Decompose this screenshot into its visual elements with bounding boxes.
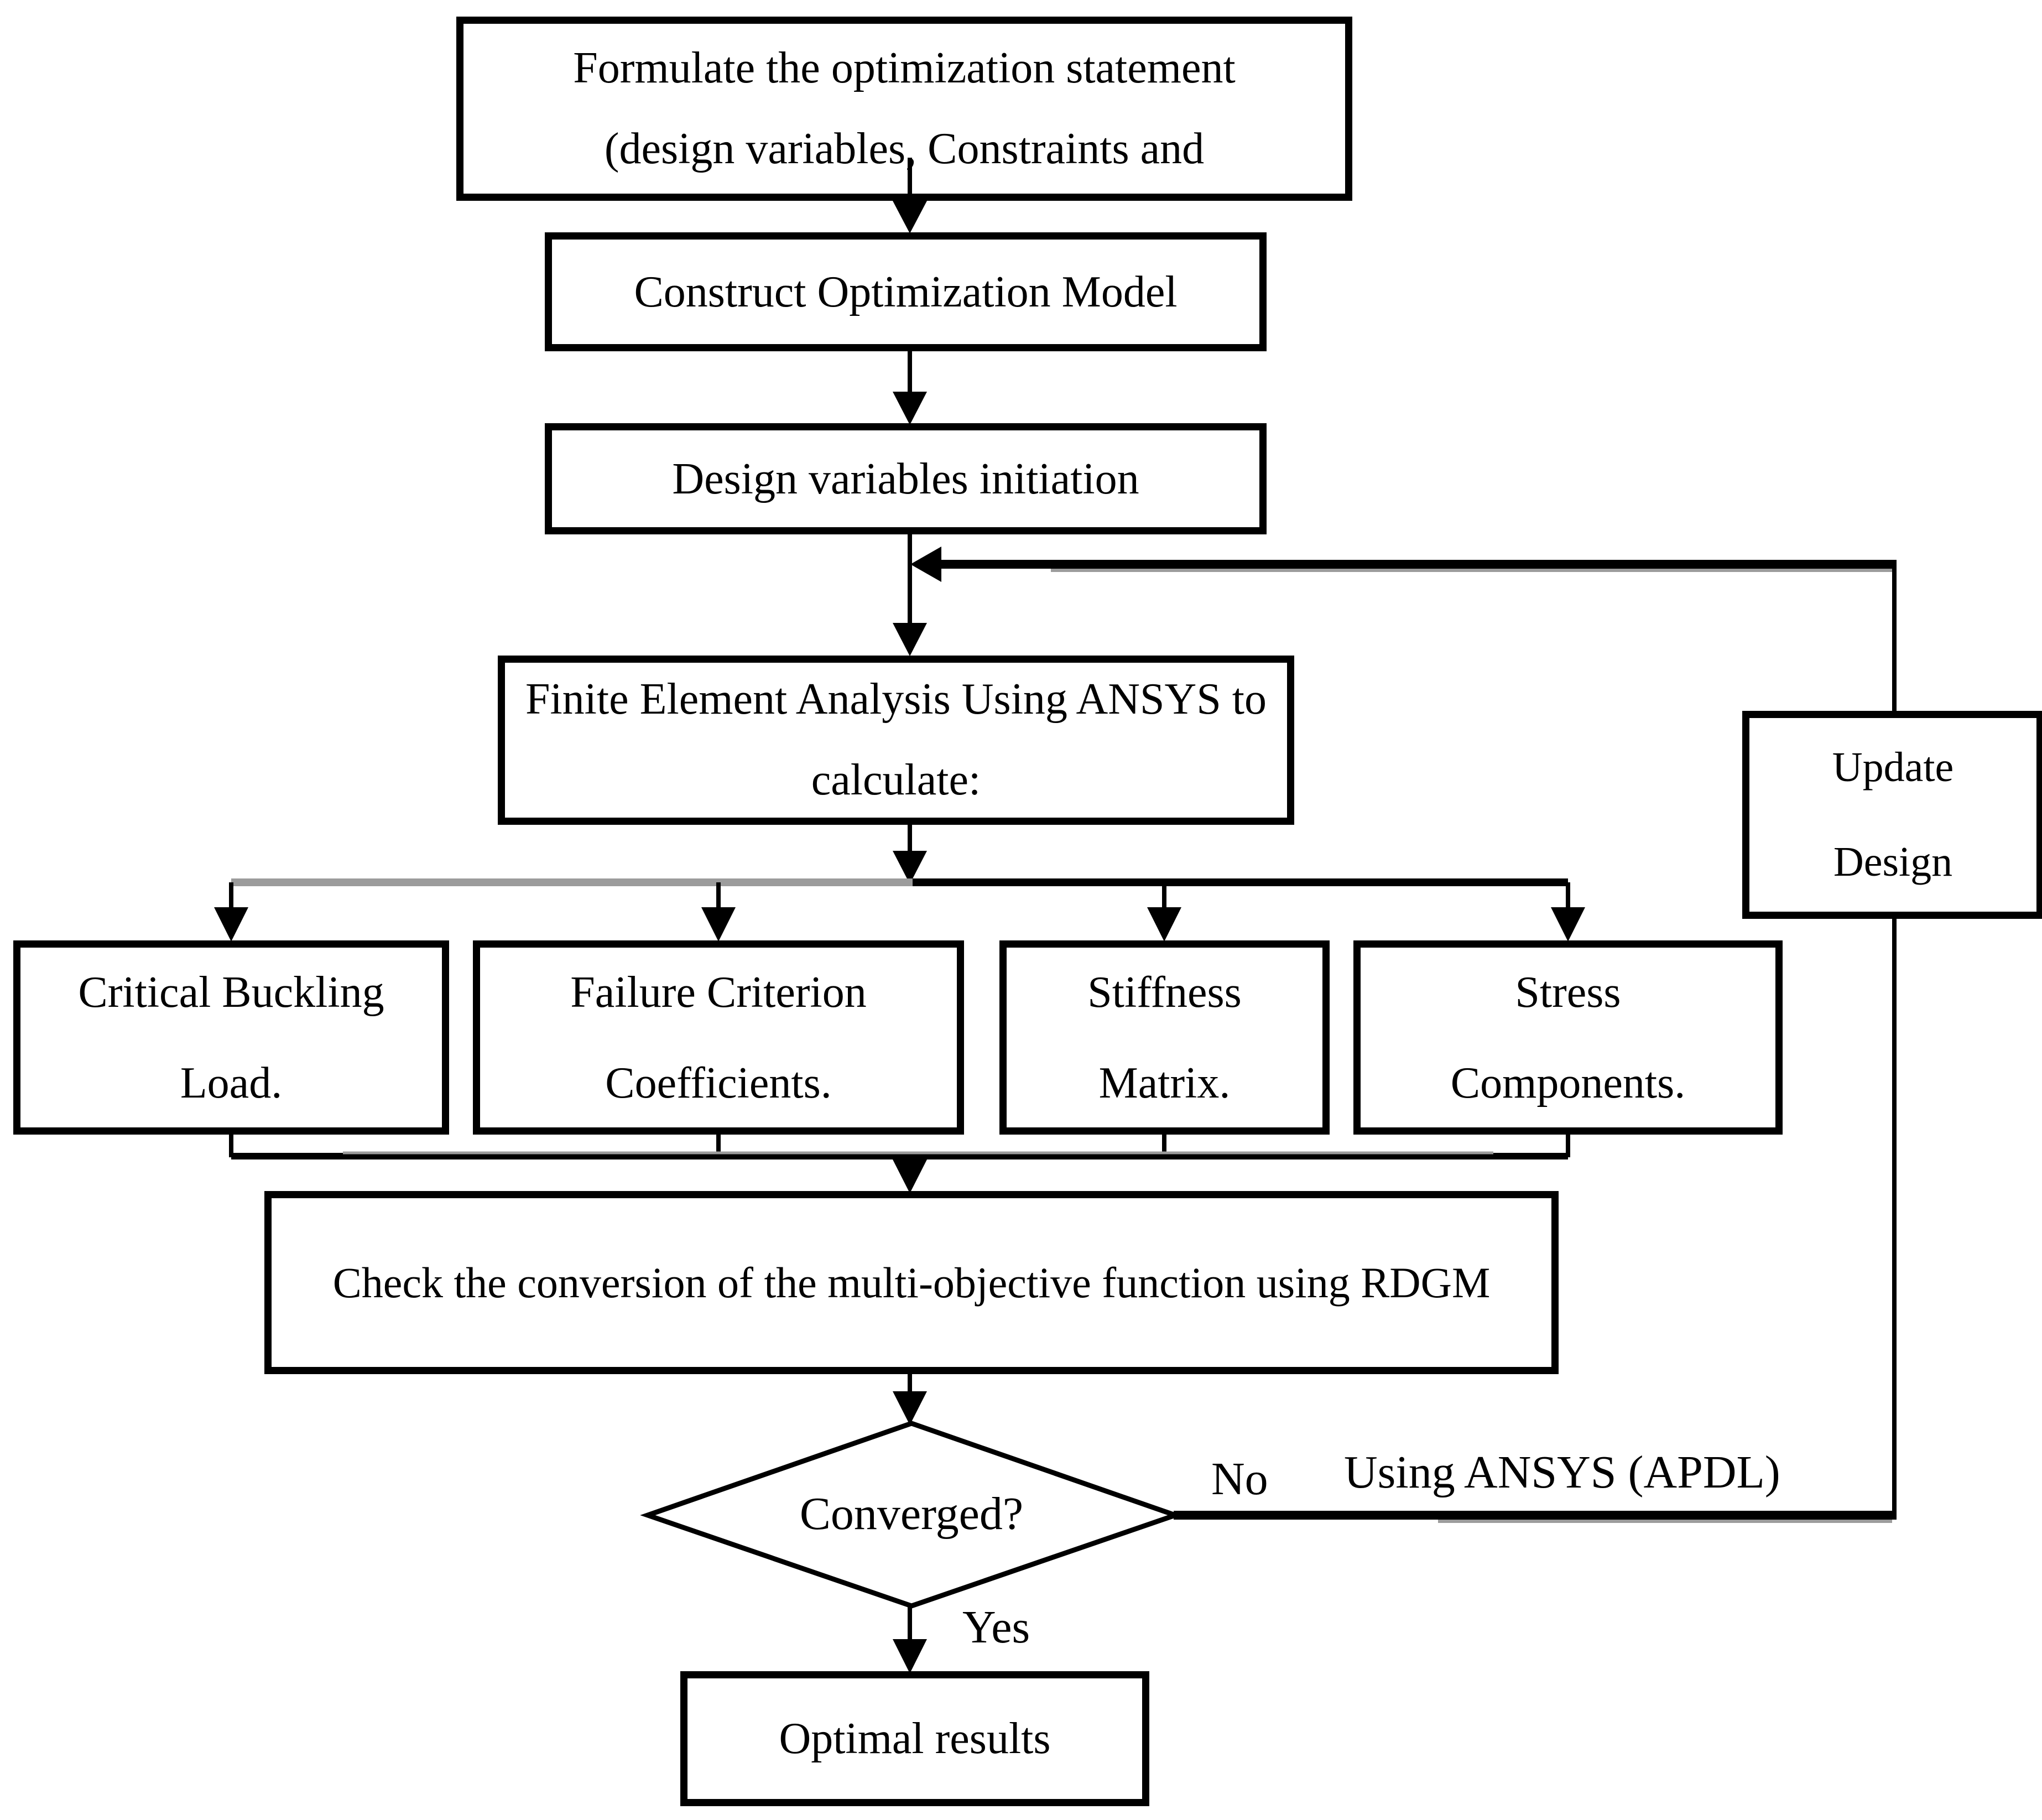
node-stress-line1: Stress [1515, 968, 1621, 1017]
node-formulate-line2: (design variables, Constraints and [604, 124, 1205, 173]
node-init-label: Design variables initiation [672, 454, 1139, 503]
node-finite-element-analysis: Finite Element Analysis Using ANSYS to c… [498, 656, 1294, 825]
branch-critical-head [214, 907, 248, 942]
node-formulate-statement: Formulate the optimization statement (de… [456, 17, 1352, 201]
branch-stiffness-head [1147, 907, 1181, 942]
node-construct-model: Construct Optimization Model [545, 232, 1267, 351]
edge-label-no: No [1211, 1453, 1268, 1505]
node-optimal-label: Optimal results [779, 1714, 1051, 1763]
arrow-formulate-construct-head [893, 201, 927, 233]
node-stress-components: Stress Components. [1353, 940, 1783, 1135]
arrow-fea-distribution-head [893, 851, 927, 884]
node-critical-line2: Load. [180, 1058, 283, 1107]
node-stiffness-line2: Matrix. [1098, 1058, 1231, 1107]
edge-label-using-ansys-apdl: Using ANSYS (APDL) [1344, 1447, 1780, 1498]
node-critical-buckling-load: Critical Buckling Load. [13, 940, 449, 1135]
node-fea-line1: Finite Element Analysis Using ANSYS to [525, 675, 1267, 724]
node-construct-label: Construct Optimization Model [634, 267, 1178, 316]
feedback-left-arrowhead [910, 547, 941, 582]
arrow-construct-init-head [893, 392, 927, 425]
node-design-variables-initiation: Design variables initiation [545, 423, 1267, 534]
arrow-init-fea-head [893, 623, 927, 656]
node-formulate-line1: Formulate the optimization statement [573, 43, 1236, 92]
arrow-collector-check-head [893, 1159, 927, 1193]
edge-label-yes: Yes [962, 1601, 1030, 1653]
node-failure-line2: Coefficients. [605, 1058, 832, 1107]
node-check-convergence-rdgm: Check the conversion of the multi-object… [264, 1191, 1559, 1374]
node-stiffness-line1: Stiffness [1087, 968, 1242, 1017]
arrow-yes-head [893, 1639, 927, 1673]
node-critical-line1: Critical Buckling [78, 968, 384, 1017]
node-failure-line1: Failure Criterion [570, 968, 867, 1017]
arrow-check-diamond-head [893, 1391, 927, 1425]
node-check-label: Check the conversion of the multi-object… [332, 1258, 1491, 1307]
converged-diamond-label: Converged? [799, 1488, 1024, 1540]
node-failure-criterion-coefficients: Failure Criterion Coefficients. [473, 940, 964, 1135]
branch-failure-head [701, 907, 736, 942]
node-update-line1: Update [1832, 744, 1954, 791]
node-stress-line2: Components. [1450, 1058, 1686, 1107]
branch-stress-head [1551, 907, 1585, 942]
node-fea-line2: calculate: [811, 756, 981, 804]
node-optimal-results: Optimal results [680, 1671, 1149, 1806]
node-update-line2: Design [1833, 839, 1953, 885]
node-update-design: Update Design [1742, 711, 2042, 919]
node-stiffness-matrix: Stiffness Matrix. [999, 940, 1330, 1135]
arrow-formulate-construct [893, 158, 927, 233]
